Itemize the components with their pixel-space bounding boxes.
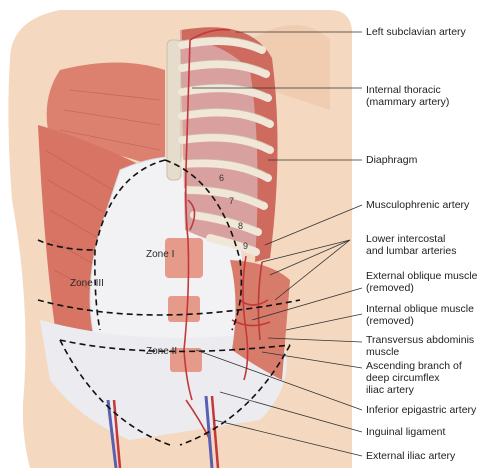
label-ascending-1: Ascending branch of — [366, 360, 462, 372]
label-ascending-3: iliac artery — [366, 384, 414, 396]
label-transversus-2: muscle — [366, 346, 400, 358]
rectus-muscle-middle — [168, 296, 200, 322]
label-inguinal-ligament: Inguinal ligament — [366, 426, 446, 438]
transversus-abdominis — [230, 260, 290, 380]
rib-number: 7 — [229, 196, 234, 206]
label-inferior-epigastric-artery: Inferior epigastric artery — [366, 404, 477, 416]
sternum — [166, 39, 182, 181]
label-internal-thoracic-1: Internal thoracic — [366, 84, 441, 96]
zone-1-label: Zone I — [146, 249, 175, 260]
leader-lines — [192, 31, 363, 457]
rib-outlines — [181, 36, 271, 229]
rib-number: 9 — [243, 241, 248, 251]
ribs — [178, 37, 274, 256]
label-internal-thoracic-2: (mammary artery) — [366, 96, 450, 108]
rectus-muscle-upper — [165, 238, 203, 278]
rib-number: 8 — [238, 221, 243, 231]
label-internal-oblique-1: Internal oblique muscle — [366, 303, 474, 315]
label-musculophrenic-artery: Musculophrenic artery — [366, 199, 470, 211]
rectus-muscle-lower — [170, 348, 202, 372]
label-external-oblique-1: External oblique muscle — [366, 270, 478, 282]
label-external-oblique-2: (removed) — [366, 282, 414, 294]
rib-number: 6 — [219, 173, 224, 183]
label-lower-intercostal-1: Lower intercostal — [366, 233, 446, 245]
label-internal-oblique-2: (removed) — [366, 315, 414, 327]
label-diaphragm: Diaphragm — [366, 154, 418, 166]
intercostal-muscles — [182, 27, 278, 262]
label-left-subclavian-artery: Left subclavian artery — [366, 26, 466, 38]
label-transversus-1: Transversus abdominis — [366, 334, 475, 346]
zone-2-label: Zone II — [146, 346, 178, 357]
label-ascending-2: deep circumflex — [366, 372, 440, 384]
zone-boundaries — [37, 159, 301, 446]
label-lower-intercostal-2: and lumbar arteries — [366, 245, 457, 257]
label-external-iliac-artery: External iliac artery — [366, 450, 456, 462]
zone-3-label: Zone III — [70, 278, 104, 289]
